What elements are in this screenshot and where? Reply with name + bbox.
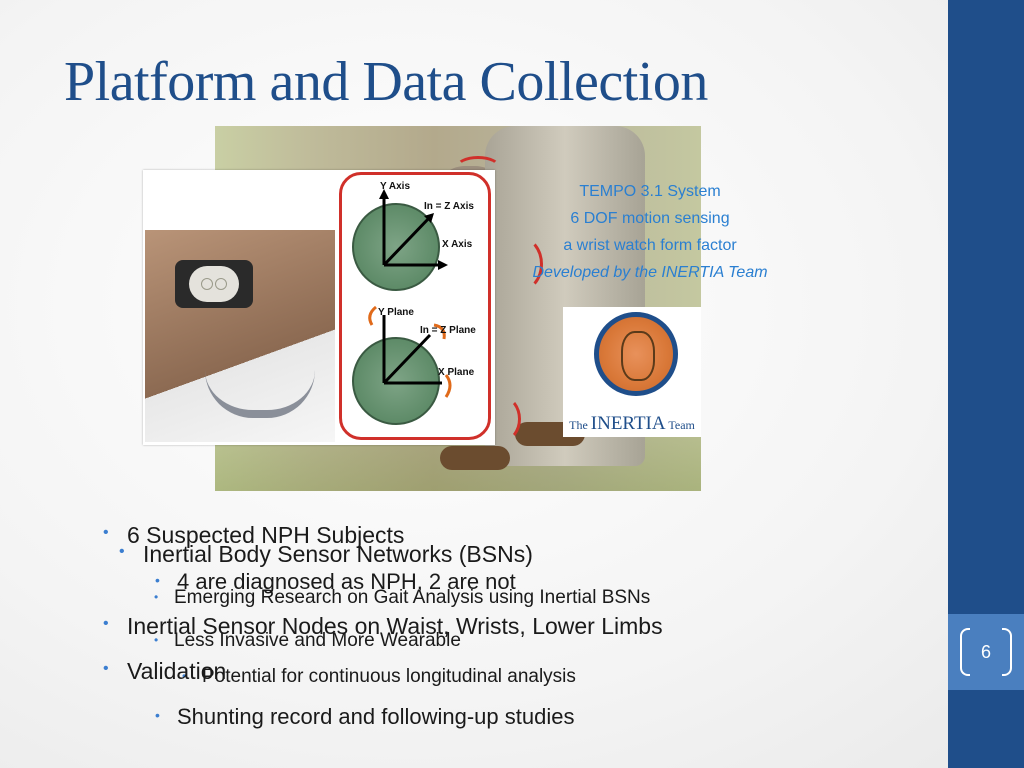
circuit-board-bottom <box>352 337 440 425</box>
z-plane-label: In = Z Plane <box>420 325 476 336</box>
x-axis-label: X Axis <box>442 239 473 250</box>
vitruvian-man-icon <box>621 331 655 381</box>
list-item: •Validation <box>103 658 227 684</box>
logo-suffix: Team <box>668 418 695 432</box>
caption-line: TEMPO 3.1 System <box>579 183 721 200</box>
red-highlight-mark <box>455 156 501 180</box>
circuit-board-top <box>352 203 440 291</box>
bullet-dot-icon: • <box>154 590 159 604</box>
list-item: •Emerging Research on Gait Analysis usin… <box>154 587 651 608</box>
y-axis-label: Y Axis <box>380 181 411 192</box>
bullet-dot-icon: • <box>155 572 160 588</box>
sensor-diagram-outline: Y Axis In = Z Axis X Axis Y Plane In = Z… <box>339 172 491 440</box>
z-axis-arrow <box>382 215 432 267</box>
list-item: •6 Suspected NPH Subjects <box>103 522 405 548</box>
logo-prefix: The <box>569 418 588 432</box>
subject-shoe <box>440 446 510 470</box>
axis-diagram <box>368 189 452 398</box>
bullet-area: •Inertial Body Sensor Networks (BSNs) •E… <box>103 522 663 729</box>
shoe-logo-icon <box>205 370 315 418</box>
bullet-dot-icon: • <box>155 707 160 723</box>
caption-line: Developed by the INERTIA Team <box>532 264 768 281</box>
bullet-dot-icon: • <box>119 543 125 560</box>
list-item: •Inertial Body Sensor Networks (BSNs) <box>119 541 533 567</box>
arrowhead-icon <box>424 213 434 223</box>
left-brace-icon <box>960 628 970 676</box>
sensor-node-icon <box>189 266 239 302</box>
page-number-badge: 6 <box>948 614 1024 690</box>
caption-line: a wrist watch form factor <box>563 237 737 254</box>
sensor-inset-figure: Y Axis In = Z Axis X Axis Y Plane In = Z… <box>143 170 495 445</box>
logo-text: The INERTIA Team <box>563 413 701 435</box>
z-plane-arrow <box>382 333 432 385</box>
bullet-dot-icon: • <box>154 633 159 647</box>
rotation-arc-icon <box>368 305 377 326</box>
bullet-dot-icon: • <box>182 669 187 683</box>
y-plane-label: Y Plane <box>378 307 414 318</box>
red-highlight-mark <box>497 236 543 292</box>
ankle-band <box>175 260 253 308</box>
z-axis-label: In = Z Axis <box>424 201 474 212</box>
inertia-team-logo: The INERTIA Team <box>563 307 701 437</box>
ankle-sensor-photo <box>145 230 335 442</box>
red-highlight-mark <box>485 396 521 442</box>
caption-line: 6 DOF motion sensing <box>570 210 730 227</box>
bullet-dot-icon: • <box>103 615 109 632</box>
arrowhead-icon <box>379 189 389 199</box>
right-brace-icon <box>1002 628 1012 676</box>
x-plane-label: X Plane <box>438 367 475 378</box>
list-item: •Less Invasive and More Wearable <box>154 630 461 651</box>
logo-name: INERTIA <box>590 413 666 434</box>
bullet-dot-icon: • <box>103 660 109 677</box>
list-item: •4 are diagnosed as NPH, 2 are not <box>155 569 516 594</box>
arrowhead-icon <box>438 260 448 270</box>
vitruvian-disc-icon <box>594 312 678 396</box>
bullet-dot-icon: • <box>103 524 109 541</box>
list-item: •Shunting record and following-up studie… <box>155 704 575 729</box>
slide-title: Platform and Data Collection <box>64 51 708 113</box>
list-item: •Potential for continuous longitudinal a… <box>182 666 576 687</box>
list-item: •Inertial Sensor Nodes on Waist, Wrists,… <box>103 613 663 639</box>
page-number: 6 <box>980 642 991 662</box>
rotation-arc-icon <box>444 374 452 398</box>
rotation-arc-icon <box>433 323 446 340</box>
figure-caption: TEMPO 3.1 System 6 DOF motion sensing a … <box>500 178 800 286</box>
